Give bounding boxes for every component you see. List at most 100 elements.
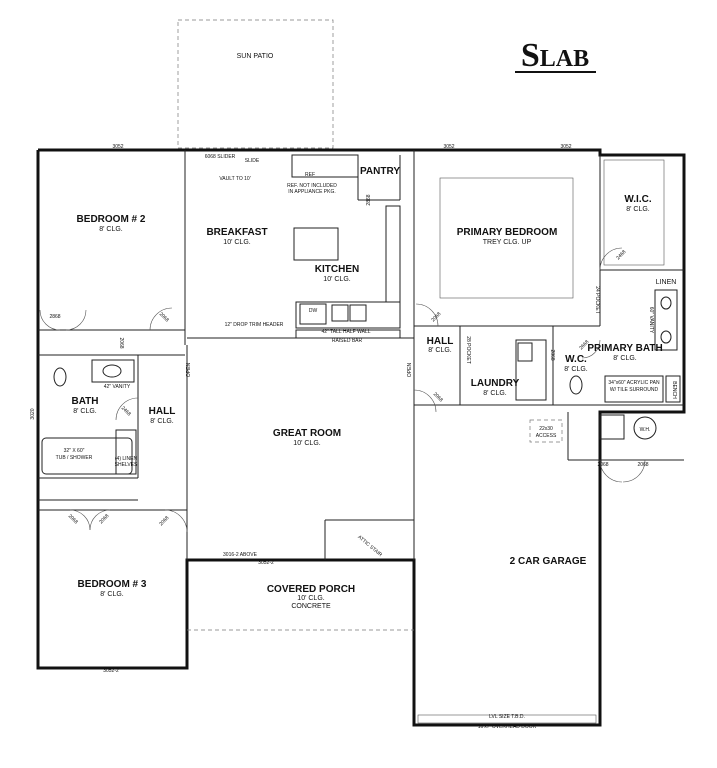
- window-3052-2-bottom: 3052-2: [103, 668, 119, 674]
- slide-note: SLIDE: [245, 158, 260, 164]
- shower-note-2: W/ TILE SURROUND: [610, 387, 659, 393]
- wh-note: W.H.: [640, 427, 651, 433]
- sun-patio-outline: [177, 19, 334, 149]
- window-3052-top-mid2: 3052: [560, 144, 571, 150]
- door-2068-bed3-a: 2068: [67, 513, 79, 525]
- raised-bar: [295, 329, 401, 339]
- wic-shelving: [603, 159, 665, 266]
- kitchen-label: KITCHEN: [315, 264, 359, 275]
- kitchen-clg: 10' CLG.: [323, 276, 350, 283]
- tub: [41, 437, 133, 475]
- raised-bar-note: RAISED BAR: [332, 338, 363, 344]
- ref-note-1: REF. NOT INCLUDED: [287, 183, 337, 189]
- dw-note: DW: [309, 308, 318, 314]
- sun-patio-label: SUN PATIO: [237, 53, 274, 60]
- door-2068-wh-2: 2068: [637, 462, 648, 468]
- sink-left: [331, 304, 349, 322]
- attic-access: [529, 419, 563, 443]
- exterior-walls: [36, 148, 686, 727]
- bath-toilet: [53, 367, 67, 387]
- primary-bath-clg: 8' CLG.: [613, 355, 637, 362]
- bath-sink: [102, 364, 122, 378]
- ref-note-2: IN APPLIANCE PKG.: [288, 189, 336, 195]
- plan-title: Slab: [521, 37, 589, 74]
- hall-left-label: HALL: [149, 406, 176, 417]
- access-note-2: ACCESS: [536, 433, 557, 439]
- tub-note-1: 32" X 60": [64, 448, 85, 454]
- interior-walls: [38, 150, 684, 560]
- wc-toilet: [569, 375, 583, 395]
- great-room-clg: 10' CLG.: [293, 440, 320, 447]
- dishwasher: [299, 303, 327, 325]
- door-2868-laundry: 2868: [549, 349, 555, 360]
- attic-stair-note: ATTIC STAIR: [356, 534, 383, 558]
- access-note-1: 22x30: [539, 426, 553, 432]
- door-2868-closet: 2868: [49, 314, 60, 320]
- window-3020-bath: 3020: [30, 408, 36, 419]
- vanity: [91, 359, 135, 383]
- great-room-label: GREAT ROOM: [273, 428, 341, 439]
- garage-label: 2 CAR GARAGE: [510, 556, 587, 567]
- hall-right-clg: 8' CLG.: [428, 347, 452, 354]
- kitchen-cabinets: [291, 154, 401, 339]
- trey-ceiling-outline: [439, 177, 574, 299]
- half-wall-note: 42" TALL HALF WALL: [321, 329, 370, 335]
- covered-porch-material: CONCRETE: [291, 603, 331, 610]
- door-2068-bed2: 2068: [158, 311, 170, 323]
- above-note: 3016-2 ABOVE: [223, 552, 258, 558]
- linen-shelves-note-2: SHELVES: [115, 462, 138, 468]
- kitchen-island: [293, 227, 339, 261]
- bench-note: BENCH: [671, 381, 677, 399]
- door-swings: [39, 247, 646, 533]
- opening-right: OPEN: [407, 363, 413, 378]
- door-2468-wic: 2468: [615, 249, 627, 261]
- covered-porch-clg: 10' CLG.: [297, 595, 324, 602]
- bath-clg: 8' CLG.: [73, 408, 97, 415]
- door-2068-hall-closet: 2068: [118, 337, 124, 348]
- bedroom2-clg: 8' CLG.: [99, 226, 123, 233]
- tub-note-2: TUB / SHOWER: [56, 455, 93, 461]
- bath-fixtures: [41, 289, 681, 724]
- lvl-note: LVL SIZE T.B.D.: [489, 714, 525, 720]
- water-heater: [633, 416, 657, 440]
- wic-clg: 8' CLG.: [626, 206, 650, 213]
- door-2068-wh-1: 2068: [597, 462, 608, 468]
- door-2068-primary: 2068: [430, 311, 442, 323]
- wic-label: W.I.C.: [624, 194, 651, 205]
- washer-dryer: [515, 339, 547, 401]
- primary-bedroom-label: PRIMARY BEDROOM: [457, 227, 558, 238]
- bedroom2-label: BEDROOM # 2: [77, 214, 146, 225]
- shower: [604, 375, 664, 403]
- laundry-clg: 8' CLG.: [483, 390, 507, 397]
- bedroom3-clg: 8' CLG.: [100, 591, 124, 598]
- door-2068-pantry: 2868: [366, 194, 372, 205]
- slider-note: 6068 SLIDER: [205, 154, 236, 160]
- primary-bath-label: PRIMARY BATH: [587, 343, 662, 354]
- door-2068-bed3-c: 2068: [158, 515, 170, 527]
- overhead-door: [417, 714, 597, 724]
- pocket-24-note: 24 POCKET: [594, 286, 600, 314]
- primary-bedroom-clg: TREY CLG. UP: [483, 239, 532, 246]
- hall-right-label: HALL: [427, 336, 454, 347]
- linen-shelves: [115, 429, 137, 475]
- shower-note-1: 34"x60" ACRYLIC PAN: [608, 380, 660, 386]
- wc-clg: 8' CLG.: [564, 366, 588, 373]
- door-2068-bed3-b: 2068: [98, 513, 110, 525]
- linen-label: LINEN: [656, 279, 677, 286]
- hall-left-clg: 8' CLG.: [150, 418, 174, 425]
- covered-porch-label: COVERED PORCH: [267, 584, 355, 595]
- laundry-label: LAUNDRY: [471, 378, 520, 389]
- drop-trim-note: 12" DROP TRIM HEADER: [225, 322, 284, 328]
- vanity-sink-2: [660, 330, 672, 344]
- linen-shelves-note-1: (4) LINEN: [115, 456, 138, 462]
- wc-label: W.C.: [565, 354, 587, 365]
- bedroom3-label: BEDROOM # 3: [78, 579, 147, 590]
- vanity-sink-1: [660, 296, 672, 310]
- window-3052-top-left: 3052: [112, 144, 123, 150]
- window-3052-top-mid1: 3052: [443, 144, 454, 150]
- vault-note: VAULT TO 10': [219, 176, 250, 182]
- vanity-60-note: 60" VANITY: [648, 307, 654, 334]
- pocket-note: 28 POCKET: [465, 336, 471, 364]
- ref-label: REF: [305, 172, 315, 178]
